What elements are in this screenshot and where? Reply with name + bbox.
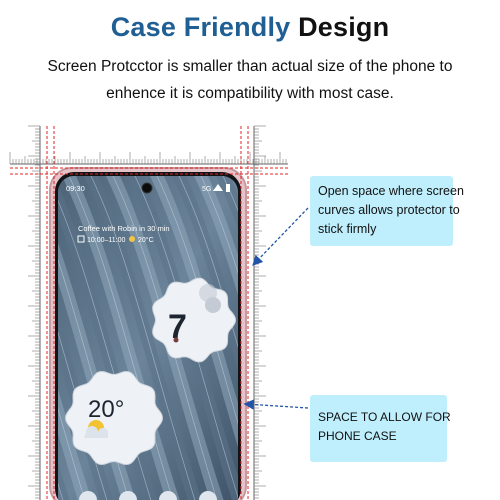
right-ruler <box>253 125 266 500</box>
calendar-icon <box>77 235 85 243</box>
page-title: Case Friendly Design <box>0 12 500 43</box>
callout-arrows <box>243 207 309 410</box>
status-time: 09:30 <box>66 184 85 193</box>
callout-screen-curve: Open space where screen curves allows pr… <box>310 176 464 246</box>
callout-phone-case: SPACE TO ALLOW FOR PHONE CASE <box>310 395 451 462</box>
camera-icon <box>141 182 153 194</box>
left-ruler <box>28 125 41 500</box>
callout-bottom-line-2: PHONE CASE <box>318 429 397 443</box>
title-rest: Design <box>290 12 390 42</box>
weather-temp: 20° <box>88 396 124 423</box>
callout-top-line-3: stick firmly <box>318 222 377 236</box>
status-signal: 5G <box>202 186 211 193</box>
wifi-icon <box>213 184 223 191</box>
title-highlight: Case Friendly <box>110 12 291 42</box>
subtitle-line-1: Screen Protcctor is smaller than actual … <box>47 58 453 75</box>
clock-widget: 7 <box>152 277 237 363</box>
subtitle-line-2: enhence it is compatibility with most ca… <box>106 85 394 102</box>
horizontal-ruler <box>9 150 288 165</box>
sun-icon <box>129 236 135 242</box>
clock-hour: 7 <box>168 308 187 346</box>
callout-bottom-line-1: SPACE TO ALLOW FOR <box>318 410 451 424</box>
callout-top-line-2: curves allows protector to <box>318 203 460 217</box>
battery-icon <box>226 184 230 192</box>
callout-top-line-1: Open space where screen <box>318 184 464 198</box>
weather-widget: 20° <box>64 370 164 466</box>
phone: 09:30 5G Coffee with Robin in 30 min 10:… <box>49 167 247 500</box>
event-time: 10:00–11:00 <box>87 237 126 244</box>
guide-lines <box>10 126 288 500</box>
event-title: Coffee with Robin in 30 min <box>78 224 170 233</box>
event-temp: 20°C <box>138 236 154 244</box>
dock <box>79 491 217 500</box>
